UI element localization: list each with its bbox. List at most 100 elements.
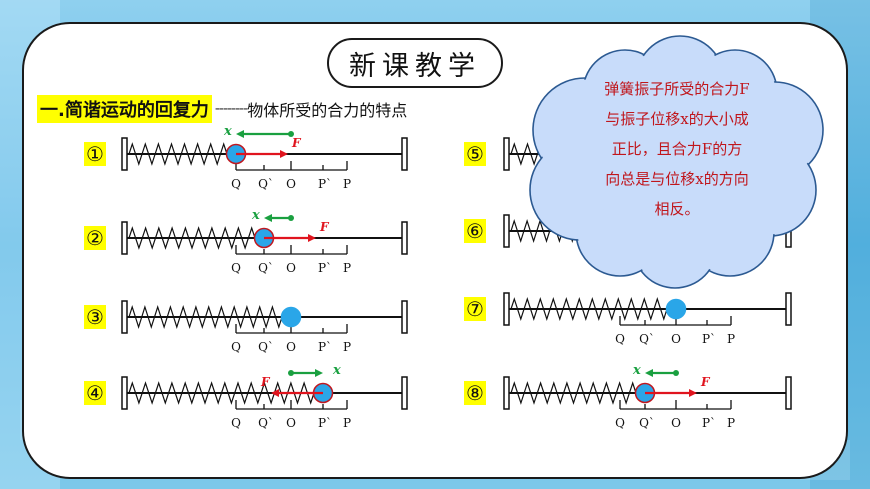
displacement-origin-dot <box>673 370 679 376</box>
tick-label: P` <box>702 416 716 430</box>
panel-number: ② <box>86 226 104 250</box>
displacement-label: x <box>632 363 641 378</box>
callout-text: 弹簧振子所受的合力F 与振子位移x的大小成 正比，且合力F的方 向总是与位移x的… <box>568 74 786 224</box>
right-wall <box>401 376 408 410</box>
left-wall <box>121 221 128 255</box>
spring <box>510 297 668 321</box>
displacement-origin-dot <box>288 370 294 376</box>
tick-label: P` <box>702 332 716 346</box>
left-wall <box>121 376 128 410</box>
displacement-arrow <box>291 369 323 377</box>
tick-label: P <box>727 416 735 430</box>
callout-line: 向总是与位移x的方向 <box>605 170 749 188</box>
displacement-arrow <box>264 214 291 222</box>
panel-number-bg <box>464 219 486 243</box>
tick-label: Q` <box>258 177 274 191</box>
section-dash: -------- <box>214 101 248 117</box>
tick-label: P <box>343 261 351 275</box>
right-wall <box>401 300 408 334</box>
oscillator-ball <box>280 306 302 328</box>
oscillator-ball <box>665 298 687 320</box>
section-heading: 一.简谐运动的回复力 -------- 物体所受的合力的特点 <box>37 95 408 123</box>
tick-label: O <box>671 332 681 346</box>
force-arrow <box>271 389 323 397</box>
panel-number-bg <box>84 381 106 405</box>
tick-label: O <box>286 261 296 275</box>
callout-line: 弹簧振子所受的合力F <box>604 80 750 98</box>
callout-line: 与振子位移x的大小成 <box>605 110 749 128</box>
tick-label: O <box>286 416 296 430</box>
displacement-label: x <box>332 363 341 378</box>
spring <box>128 381 315 405</box>
tick-label: Q` <box>258 261 274 275</box>
displacement-arrow-head <box>264 214 272 222</box>
callout-line: 相反。 <box>654 200 700 218</box>
panel-number-bg <box>464 381 486 405</box>
panel-number-bg <box>84 226 106 250</box>
force-arrow-head <box>689 389 697 397</box>
page-title: 新课教学 <box>327 38 503 88</box>
left-wall <box>121 300 128 334</box>
left-wall <box>503 214 510 248</box>
tick-label: Q <box>231 416 241 430</box>
force-label: F <box>291 136 302 150</box>
tick-label: P <box>343 177 351 191</box>
force-label: F <box>700 375 711 389</box>
tick-label: Q <box>615 416 625 430</box>
callout-line: 正比，且合力F的方 <box>611 140 743 158</box>
tick-label: O <box>671 416 681 430</box>
displacement-label: x <box>223 124 232 139</box>
force-label: F <box>319 220 330 234</box>
tick-label: Q` <box>258 340 274 354</box>
cloud-callout <box>529 35 824 289</box>
tick-label: P <box>343 340 351 354</box>
force-arrow <box>264 234 316 242</box>
tick-label: P <box>343 416 351 430</box>
panel-number: ⑦ <box>466 297 484 321</box>
spring <box>128 226 256 250</box>
left-wall <box>503 376 510 410</box>
panel-number: ⑥ <box>466 219 484 243</box>
right-wall <box>785 376 792 410</box>
tick-label: Q <box>231 177 241 191</box>
panel-number: ① <box>86 142 104 166</box>
tick-label: P` <box>318 416 332 430</box>
cloud-puff-fill <box>591 76 769 254</box>
spring <box>510 381 637 405</box>
tick-label: O <box>286 340 296 354</box>
panel-number-bg <box>84 142 106 166</box>
displacement-arrow-head <box>236 130 244 138</box>
panel-number: ④ <box>86 381 104 405</box>
force-label: F <box>260 375 271 389</box>
force-arrow <box>645 389 697 397</box>
displacement-origin-dot <box>288 131 294 137</box>
spring <box>128 142 228 166</box>
panel-number-bg <box>84 305 106 329</box>
panel-number-bg <box>464 142 486 166</box>
right-wall <box>401 137 408 171</box>
tick-label: Q <box>231 261 241 275</box>
tick-label: Q <box>615 332 625 346</box>
section-subtitle: 物体所受的合力的特点 <box>247 101 408 120</box>
right-wall <box>401 221 408 255</box>
oscillator-panel: ⑦ Q Q` O P` P <box>464 292 792 346</box>
panel-number: ⑧ <box>466 381 484 405</box>
force-arrow-head <box>308 234 316 242</box>
left-wall <box>503 292 510 326</box>
spring <box>128 305 283 329</box>
tick-label: Q` <box>639 416 655 430</box>
force-arrow <box>236 150 288 158</box>
tick-label: O <box>286 177 296 191</box>
left-wall <box>121 137 128 171</box>
tick-label: Q` <box>639 332 655 346</box>
oscillator-panel: ⑧ Q Q` O P` P Fx <box>464 363 792 430</box>
displacement-arrow-head <box>645 369 653 377</box>
displacement-origin-dot <box>288 215 294 221</box>
panel-number: ⑤ <box>466 142 484 166</box>
tick-label: P <box>727 332 735 346</box>
panel-number: ③ <box>86 305 104 329</box>
displacement-arrow <box>236 130 291 138</box>
